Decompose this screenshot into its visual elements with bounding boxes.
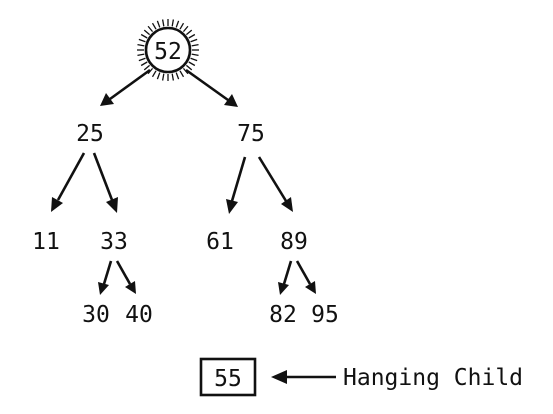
- hanging-child: 55 Hanging Child: [199, 357, 523, 397]
- node-75: 75: [237, 121, 265, 147]
- arrowhead-75-61: [226, 199, 238, 214]
- sunburst-ray: [175, 72, 180, 80]
- sunburst-ray: [143, 64, 151, 71]
- sunburst-ray: [185, 29, 193, 36]
- node-30: 30: [82, 302, 110, 328]
- arrowhead-52-75: [224, 94, 238, 107]
- edges: [51, 68, 316, 295]
- edge-33-30: [102, 260, 113, 285]
- sunburst-ray: [147, 25, 154, 33]
- arrowhead-33-40: [125, 281, 136, 294]
- sunburst-ray: [138, 38, 146, 43]
- edge-52-25: [109, 68, 151, 101]
- sunburst-ray: [137, 43, 145, 47]
- sunburst-ray: [188, 61, 196, 67]
- sunburst-ray: [156, 20, 161, 28]
- hanging-child-box: [199, 357, 257, 397]
- node-33: 33: [100, 229, 128, 255]
- edge-75-61: [230, 156, 247, 202]
- sunburst-ray: [190, 57, 198, 62]
- arrowhead-89-82: [278, 282, 289, 295]
- sunburst-ray: [175, 20, 180, 28]
- sunburst-ray: [179, 70, 185, 78]
- sunburst-ray: [156, 72, 161, 80]
- edge-25-33: [92, 152, 114, 201]
- sunburst-ray: [151, 70, 157, 78]
- hanging-child-arrowhead: [271, 370, 287, 384]
- node-89: 89: [280, 229, 308, 255]
- edge-52-75: [185, 68, 229, 102]
- sunburst-ray: [182, 25, 189, 33]
- node-40: 40: [125, 302, 153, 328]
- arrowhead-25-33: [106, 197, 118, 213]
- sunburst-ray: [161, 73, 165, 81]
- node-95: 95: [311, 302, 339, 328]
- sunburst-ray: [191, 53, 199, 57]
- edge-89-95: [295, 260, 312, 285]
- sunburst-ray: [191, 43, 199, 47]
- hanging-child-value: 55: [214, 366, 242, 392]
- nodes: 25 75 11 33 61 89 30 40 82 95: [32, 121, 339, 328]
- sunburst-ray: [140, 33, 148, 39]
- node-82: 82: [269, 302, 297, 328]
- node-25: 25: [76, 121, 104, 147]
- arrowhead-25-11: [51, 197, 63, 212]
- edge-89-82: [282, 260, 293, 285]
- hanging-child-label: Hanging Child: [343, 365, 523, 391]
- sunburst-ray: [161, 19, 165, 27]
- root-label: 52: [154, 39, 182, 65]
- arrowhead-75-89: [281, 197, 293, 212]
- sunburst-ray: [138, 57, 146, 62]
- arrowhead-89-95: [305, 281, 316, 294]
- edge-33-40: [115, 260, 132, 285]
- sunburst-ray: [137, 53, 145, 57]
- sunburst-ray: [151, 22, 157, 30]
- arrowhead-52-25: [100, 93, 114, 106]
- sunburst-ray: [190, 38, 198, 43]
- edge-75-89: [257, 156, 288, 202]
- root-circle: [144, 26, 192, 74]
- sunburst-ray: [185, 64, 193, 71]
- sunburst-ray: [179, 22, 185, 30]
- sunburst-ray: [143, 29, 151, 36]
- sunburst-ray: [171, 73, 175, 81]
- edge-25-11: [56, 152, 86, 201]
- root-node: 52: [137, 19, 199, 81]
- node-11: 11: [32, 229, 60, 255]
- arrowhead-33-30: [98, 282, 109, 295]
- node-61: 61: [206, 229, 234, 255]
- sunburst-ray: [140, 61, 148, 67]
- sunburst-ray: [171, 19, 175, 27]
- sunburst-ray: [188, 33, 196, 39]
